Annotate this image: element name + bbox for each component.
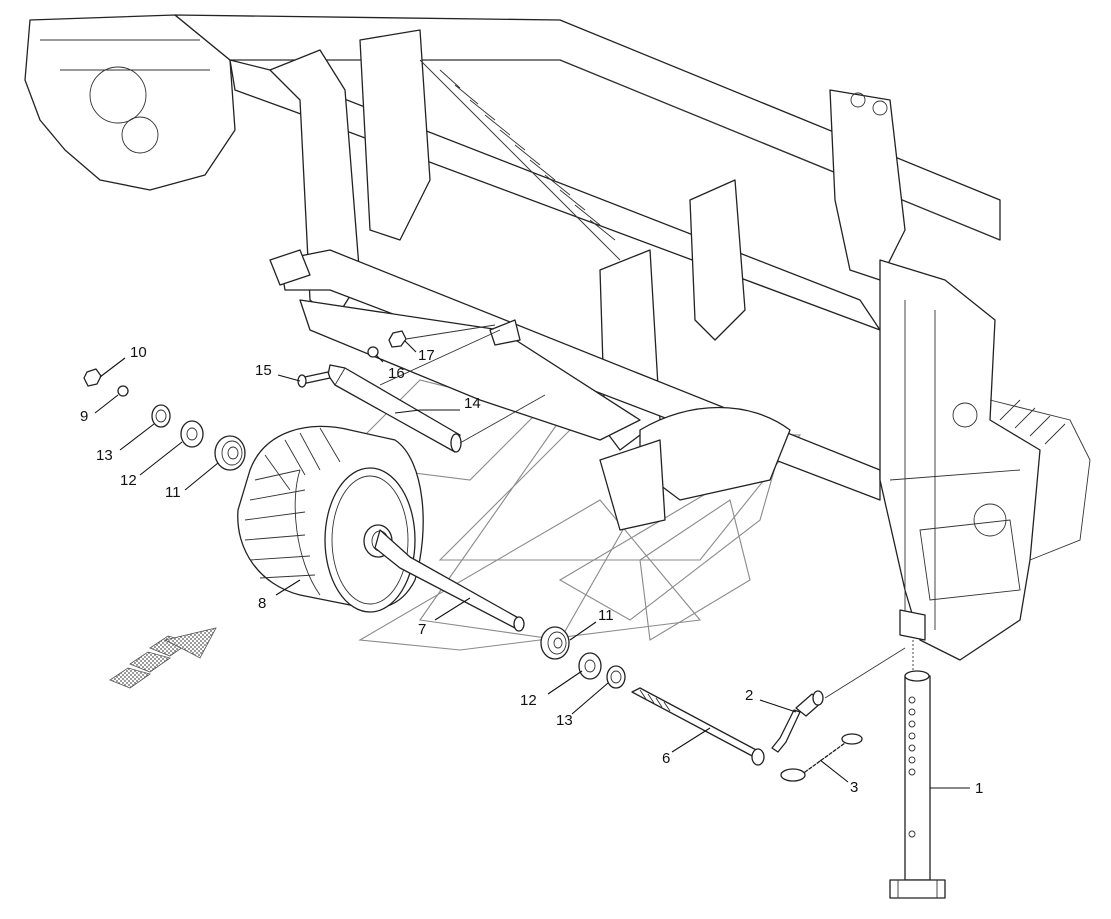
part-7-axle-tube [374, 529, 525, 632]
callout-6: 6 [662, 750, 670, 767]
callout-13-right: 13 [556, 712, 573, 729]
part-17-nut [388, 330, 407, 348]
part-11-bearing-left [214, 435, 246, 471]
leader-lines [94, 340, 970, 789]
machine-frame [24, 14, 1091, 661]
part-10-nut [83, 368, 102, 387]
tine-row [419, 59, 621, 261]
callout-17: 17 [418, 347, 435, 364]
callout-16: 16 [388, 365, 405, 382]
callout-11-right: 11 [598, 607, 614, 624]
callout-14: 14 [464, 395, 481, 412]
callout-15: 15 [255, 362, 272, 379]
part-15-bolt [297, 371, 331, 388]
callout-10: 10 [130, 344, 147, 361]
part-12-washer-right [578, 652, 602, 680]
part-3-lanyard [780, 733, 863, 782]
leg-hole-row [908, 696, 916, 838]
travel-direction-arrow-icon [109, 627, 217, 689]
assembly-lines [379, 324, 914, 699]
callout-8: 8 [258, 595, 266, 612]
callout-1: 1 [975, 780, 983, 797]
callout-9: 9 [80, 408, 88, 425]
part-16-washer [367, 346, 379, 358]
part-13-spacer-left [151, 404, 171, 428]
callout-13-left: 13 [96, 447, 113, 464]
callout-7: 7 [418, 621, 426, 638]
part-13-spacer-right [606, 665, 626, 689]
callout-11-left: 11 [165, 484, 181, 501]
part-12-washer-left [180, 420, 204, 448]
part-6-long-bolt [631, 687, 765, 766]
callout-2: 2 [745, 687, 753, 704]
part-8-wheel [237, 425, 424, 613]
part-11-bearing-right [540, 626, 570, 660]
callout-12-right: 12 [520, 692, 537, 709]
part-2-pin [771, 690, 824, 753]
callout-labels: 1 2 3 6 7 8 9 10 11 11 12 12 13 13 14 15… [80, 344, 983, 797]
part-9-washer [117, 385, 129, 397]
part-1-support-leg [889, 670, 946, 899]
callout-3: 3 [850, 779, 858, 796]
callout-12-left: 12 [120, 472, 137, 489]
